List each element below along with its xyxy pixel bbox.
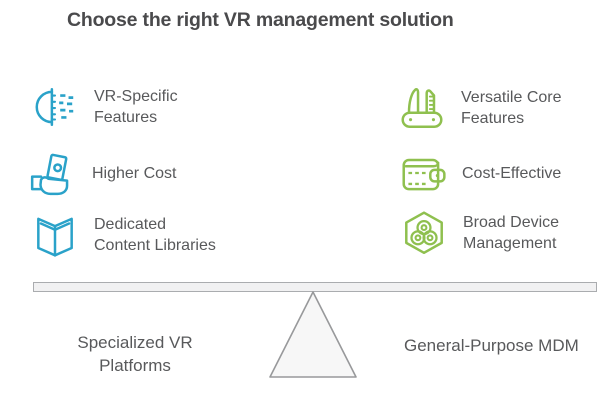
wallet-icon: [397, 147, 449, 199]
feature-broad-device-management: Broad Device Management: [398, 207, 559, 259]
feature-label: VR-Specific Features: [94, 88, 178, 126]
open-book-icon: [29, 209, 81, 261]
platform-label-general-purpose-mdm: General-Purpose MDM: [404, 336, 579, 355]
vr-headset-projection-icon: [29, 81, 81, 133]
feature-higher-cost: Higher Cost: [27, 147, 176, 199]
feature-vr-specific-features: VR-Specific Features: [29, 81, 178, 133]
page-title: Choose the right VR management solution: [67, 9, 454, 31]
feature-label: Cost-Effective: [462, 164, 562, 182]
feature-label: Versatile Core Features: [461, 89, 562, 127]
hexagon-device-cluster-icon: [398, 207, 450, 259]
feature-versatile-core-features: Versatile Core Features: [396, 82, 562, 134]
feature-label: Dedicated Content Libraries: [94, 216, 216, 254]
swiss-army-knife-icon: [396, 82, 448, 134]
feature-dedicated-content-libraries: Dedicated Content Libraries: [29, 209, 216, 261]
feature-cost-effective: Cost-Effective: [397, 147, 561, 199]
hand-holding-money-icon: [27, 147, 79, 199]
balance-fulcrum-triangle: [269, 291, 357, 378]
balance-beam: [33, 282, 597, 292]
feature-label: Broad Device Management: [463, 214, 560, 252]
platform-label-specialized-vr: Specialized VR Platforms: [77, 333, 193, 375]
feature-label: Higher Cost: [92, 164, 177, 182]
